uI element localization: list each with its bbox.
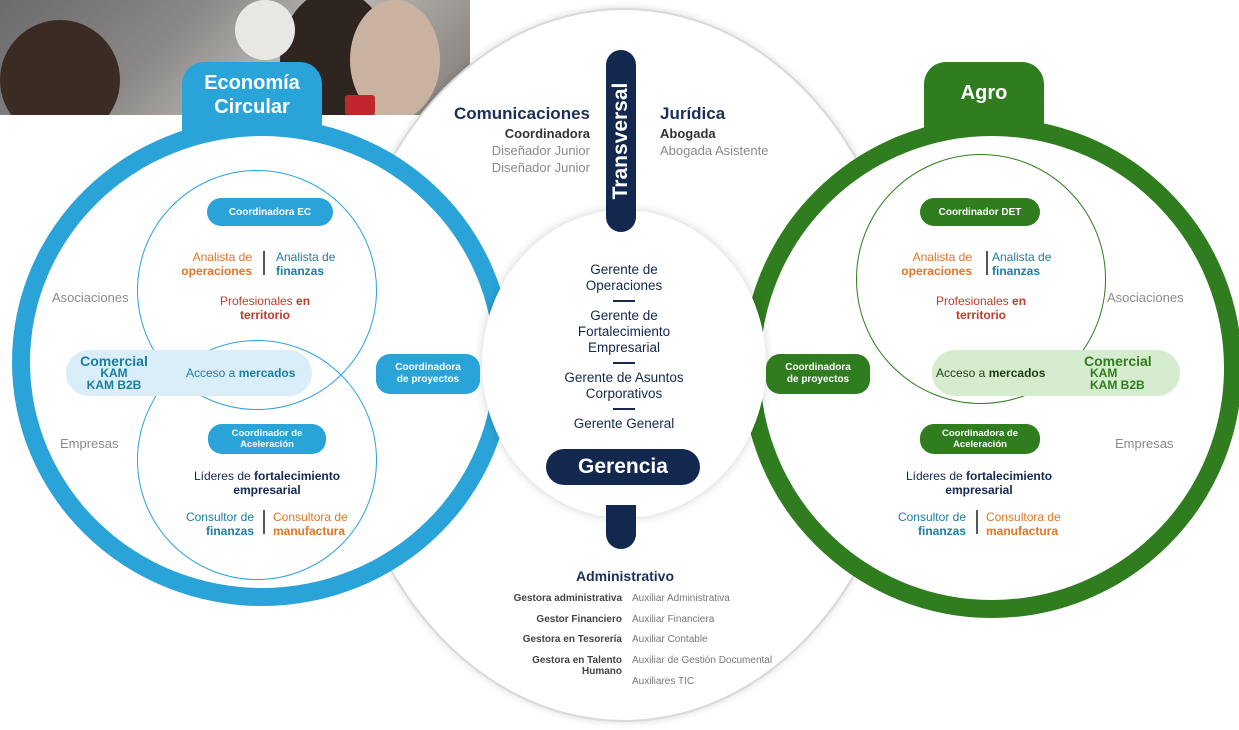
divider — [613, 362, 635, 364]
legal-title: Jurídica — [660, 104, 726, 123]
manager-item: Gerente General — [573, 416, 675, 431]
transversal-bar — [606, 50, 636, 232]
legal-role: Abogada Asistente — [660, 143, 769, 158]
ec-companies: Empresas — [60, 436, 119, 451]
agro-tab: Agro — [924, 62, 1044, 132]
background-photo — [0, 0, 470, 115]
transversal-label: Transversal — [609, 82, 632, 200]
divider — [986, 251, 988, 275]
agro-operations-circle — [856, 154, 1106, 404]
admin-connector-bar — [606, 505, 636, 549]
agro-market-band — [932, 350, 1180, 396]
comms-title: Comunicaciones — [453, 104, 590, 123]
ec-market-band — [66, 350, 312, 396]
ec-acceleration-circle — [137, 340, 377, 580]
comms-lead: Coordinadora — [504, 126, 590, 141]
divider — [613, 408, 635, 410]
ec-market-access: Acceso a mercados — [186, 366, 296, 380]
ec-commercial: Comercial KAM KAM B2B — [80, 353, 148, 392]
agro-companies: Empresas — [1115, 436, 1174, 451]
gerencia-badge: Gerencia — [546, 449, 700, 485]
agro-leaders: Líderes de fortalecimiento empresarial — [905, 469, 1053, 497]
ec-associations: Asociaciones — [52, 290, 129, 305]
divider — [613, 300, 635, 302]
legal-lead: Abogada — [660, 126, 716, 141]
agro-professionals: Profesionales en territorio — [935, 294, 1027, 322]
admin-title: Administrativo — [575, 568, 674, 584]
comms-block: Comunicaciones Coordinadora Diseñador Ju… — [400, 104, 590, 175]
ec-leaders: Líderes de fortalecimiento empresarial — [193, 469, 341, 497]
agro-associations: Asociaciones — [1107, 290, 1184, 305]
comms-role: Diseñador Junior — [491, 160, 590, 175]
ec-coordinator-badge: Coordinadora EC — [207, 198, 333, 226]
divider — [263, 510, 265, 534]
agro-coordinator-badge: Coordinador DET — [920, 198, 1040, 226]
divider — [263, 251, 265, 275]
legal-block: Jurídica Abogada Abogada Asistente — [660, 104, 850, 158]
agro-market-access: Acceso a mercados — [936, 366, 1046, 380]
ec-professionals: Profesionales en territorio — [219, 294, 311, 322]
comms-role: Diseñador Junior — [491, 143, 590, 158]
divider — [976, 510, 978, 534]
agro-commercial: Comercial KAM KAM B2B — [1084, 353, 1152, 392]
admin-extra: Auxiliares TIC — [632, 676, 695, 687]
